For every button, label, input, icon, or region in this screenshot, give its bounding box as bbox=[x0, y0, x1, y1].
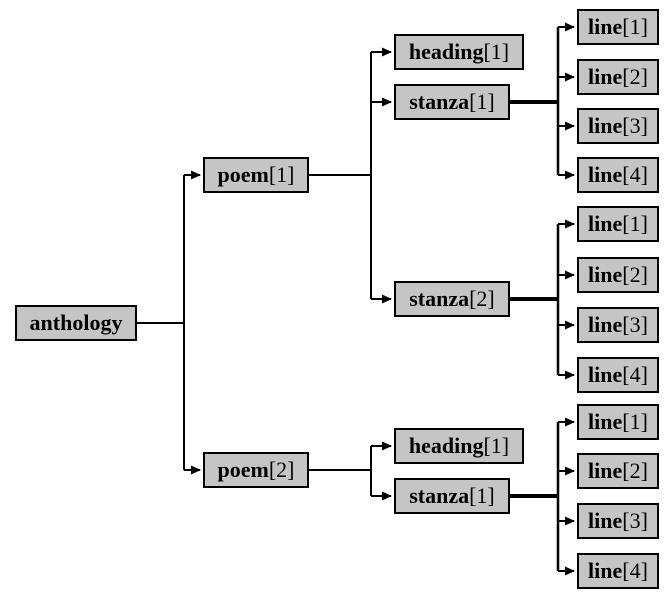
node-label: line bbox=[588, 508, 623, 533]
node-index: [2] bbox=[469, 286, 495, 311]
tree-node-poem-1-stanza-2-line-2: line[2] bbox=[577, 257, 659, 293]
node-index: [1] bbox=[622, 409, 648, 434]
node-index: [2] bbox=[622, 458, 648, 483]
tree-node-poem-1-stanza-1: stanza[1] bbox=[394, 84, 510, 120]
tree-node-poem-1: poem[1] bbox=[203, 157, 309, 193]
node-label: heading bbox=[408, 433, 484, 458]
node-label: line bbox=[588, 558, 623, 583]
tree-node-poem-1-stanza-1-line-2: line[2] bbox=[577, 59, 659, 95]
node-index: [4] bbox=[622, 558, 648, 583]
tree-node-poem-2-stanza-1-line-1: line[1] bbox=[577, 404, 659, 440]
tree-node-poem-1-stanza-1-line-1: line[1] bbox=[577, 9, 659, 45]
node-index: [1] bbox=[469, 89, 495, 114]
tree-node-poem-1-stanza-2-line-1: line[1] bbox=[577, 206, 659, 242]
node-index: [4] bbox=[622, 162, 648, 187]
tree-node-poem-1-stanza-2-line-4: line[4] bbox=[577, 357, 659, 393]
node-index: [4] bbox=[622, 362, 648, 387]
tree-node-poem-2-stanza-1-line-3: line[3] bbox=[577, 503, 659, 539]
tree-node-poem-1-stanza-1-line-3: line[3] bbox=[577, 108, 659, 144]
tree-node-poem-2-heading-1: heading[1] bbox=[394, 428, 524, 464]
tree-node-poem-2-stanza-1-line-4: line[4] bbox=[577, 553, 659, 589]
node-index: [1] bbox=[483, 39, 510, 64]
tree-node-poem-2-stanza-1: stanza[1] bbox=[394, 478, 510, 514]
node-label: line bbox=[588, 113, 623, 138]
node-index: [1] bbox=[622, 211, 648, 236]
node-label: stanza bbox=[409, 483, 470, 508]
tree-node-anthology: anthology bbox=[15, 305, 137, 341]
node-label: line bbox=[588, 362, 623, 387]
node-index: [1] bbox=[622, 14, 648, 39]
node-label: line bbox=[588, 64, 623, 89]
node-label: line bbox=[588, 14, 623, 39]
node-label: line bbox=[588, 312, 623, 337]
node-index: [3] bbox=[622, 312, 648, 337]
node-label: anthology bbox=[29, 310, 123, 335]
node-index: [2] bbox=[268, 457, 295, 482]
tree-node-poem-1-heading-1: heading[1] bbox=[394, 34, 524, 70]
tree-node-poem-2-stanza-1-line-2: line[2] bbox=[577, 453, 659, 489]
node-index: [3] bbox=[622, 508, 648, 533]
node-label: line bbox=[588, 409, 623, 434]
node-label: heading bbox=[408, 39, 484, 64]
node-index: [3] bbox=[622, 113, 648, 138]
tree-node-poem-1-stanza-1-line-4: line[4] bbox=[577, 157, 659, 193]
node-label: stanza bbox=[409, 286, 470, 311]
node-label: line bbox=[588, 162, 623, 187]
tree-node-poem-1-stanza-2-line-3: line[3] bbox=[577, 307, 659, 343]
node-index: [1] bbox=[483, 433, 510, 458]
node-label: stanza bbox=[409, 89, 470, 114]
node-label: line bbox=[588, 262, 623, 287]
node-label: line bbox=[588, 458, 623, 483]
node-index: [2] bbox=[622, 262, 648, 287]
node-label: line bbox=[588, 211, 623, 236]
tree-node-poem-2: poem[2] bbox=[203, 452, 309, 488]
node-label: poem bbox=[217, 162, 269, 187]
tree-node-poem-1-stanza-2: stanza[2] bbox=[394, 281, 510, 317]
node-label: poem bbox=[217, 457, 269, 482]
node-index: [2] bbox=[622, 64, 648, 89]
node-index: [1] bbox=[469, 483, 495, 508]
node-index: [1] bbox=[268, 162, 295, 187]
